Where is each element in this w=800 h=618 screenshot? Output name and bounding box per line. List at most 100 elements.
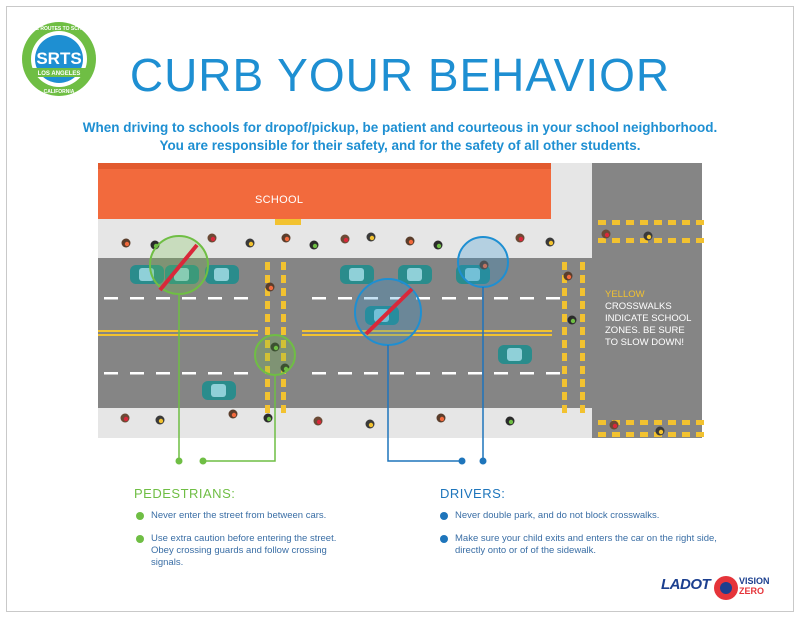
pedestrians-heading: PEDESTRIANS: (134, 486, 236, 501)
crosswalk-stripe (281, 340, 286, 348)
pedestrian-shirt (268, 285, 274, 291)
crosswalk-stripe (640, 420, 648, 425)
pedestrian-dot (340, 234, 350, 244)
logo-arc-top: SAFE ROUTES TO SCHOOL (26, 26, 93, 32)
crosswalk-stripe (598, 432, 606, 437)
lane-dash (182, 372, 196, 375)
lane-dash (364, 372, 378, 375)
crosswalk-stripe (626, 420, 634, 425)
crosswalk-stripe (654, 420, 662, 425)
crosswalk-stripe (562, 405, 567, 413)
lane-dash (364, 297, 378, 300)
car-window (374, 309, 389, 322)
vision-zero-line-2: ZERO (739, 586, 765, 596)
pedestrian-dot (405, 236, 415, 246)
car (498, 345, 532, 364)
pedestrian-dot (436, 413, 446, 423)
crosswalk-stripe (580, 275, 585, 283)
crosswalk-stripe (640, 238, 648, 243)
crosswalk-stripe (580, 288, 585, 296)
driver-tip-2: Make sure your child exits and enters th… (440, 533, 740, 557)
crosswalk-stripe (562, 327, 567, 335)
pedestrian-dot (609, 420, 619, 430)
lane-dash (338, 372, 352, 375)
crosswalk-stripe (654, 220, 662, 225)
crosswalk-stripe (626, 220, 634, 225)
pedestrian-dot (366, 232, 376, 242)
pedestrian-shirt (273, 345, 279, 351)
logo-banner: LOS ANGELES (38, 71, 81, 77)
crosswalk-stripe (612, 238, 620, 243)
pedestrian-dot (228, 409, 238, 419)
crosswalk-stripe (281, 314, 286, 322)
crosswalk-note-yellow: YELLOW (605, 289, 645, 300)
lane-dash (104, 297, 118, 300)
callout-circle-drv-2 (457, 236, 509, 288)
pedestrian-dot (601, 229, 611, 239)
pedestrian-shirt (158, 418, 164, 424)
bullet-dot (136, 512, 144, 520)
pedestrian-dot (120, 413, 130, 423)
crosswalk-stripe (612, 432, 620, 437)
pedestrian-shirt (408, 239, 414, 245)
pedestrian-shirt (369, 235, 375, 241)
lane-dash (312, 297, 326, 300)
pedestrian-dot (281, 233, 291, 243)
pedestrian-dot (545, 237, 555, 247)
school-building (98, 163, 551, 219)
pedestrian-shirt (124, 241, 130, 247)
crosswalk-stripe (265, 366, 270, 374)
crosswalk-stripe (668, 420, 676, 425)
pedestrian-shirt (210, 236, 216, 242)
car (202, 381, 236, 400)
lane-dash (520, 372, 534, 375)
pedestrian-shirt (266, 416, 272, 422)
car-window (507, 348, 522, 361)
crosswalk-stripe (562, 340, 567, 348)
crosswalk-stripe (626, 238, 634, 243)
lane-dash (156, 297, 170, 300)
crosswalk-stripe (265, 353, 270, 361)
car (340, 265, 374, 284)
pedestrian-tip-1: Never enter the street from between cars… (136, 510, 406, 522)
srts-logo: SRTS LOS ANGELES SAFE ROUTES TO SCHOOL C… (22, 22, 96, 96)
lane-dash (442, 372, 456, 375)
drivers-heading: DRIVERS: (440, 486, 506, 501)
lane-dash (338, 297, 352, 300)
crosswalk-stripe (580, 301, 585, 309)
crosswalk-note: YELLOW CROSSWALKS INDICATE SCHOOL ZONES.… (605, 289, 697, 349)
pedestrian-shirt (566, 274, 572, 280)
pedestrian-dot (563, 271, 573, 281)
car (205, 265, 239, 284)
crosswalk-stripe (580, 353, 585, 361)
pedestrians-dots (120, 229, 665, 436)
page-title: CURB YOUR BEHAVIOR (129, 49, 671, 101)
crosswalk-stripe (640, 432, 648, 437)
pedestrian-shirt (284, 236, 290, 242)
crosswalk-stripe (598, 220, 606, 225)
lane-dash (156, 372, 170, 375)
pedestrian-shirt (508, 419, 514, 425)
drv-leader-1 (387, 345, 462, 462)
crosswalk-stripe (668, 238, 676, 243)
bullet-dot (136, 535, 144, 543)
pedestrian-shirt (570, 318, 576, 324)
pedestrian-tip-1-text: Never enter the street from between cars… (151, 510, 327, 521)
pedestrian-dot (309, 240, 319, 250)
crosswalk-stripe (654, 238, 662, 243)
school-label: SCHOOL (255, 194, 304, 206)
car-window (214, 268, 229, 281)
crosswalk-stripe (612, 220, 620, 225)
pedestrian-shirt (548, 240, 554, 246)
pedestrian-dot (207, 233, 217, 243)
vision-zero-logo: VISION ZERO (739, 576, 770, 596)
crosswalk-stripe (265, 327, 270, 335)
lane-dash (208, 372, 222, 375)
lane-dashes (104, 297, 560, 375)
crosswalk-stripe (281, 353, 286, 361)
logo-mark: SRTS (36, 49, 81, 68)
crosswalk-stripe (580, 379, 585, 387)
lane-dash (468, 372, 482, 375)
lane-dash (442, 297, 456, 300)
